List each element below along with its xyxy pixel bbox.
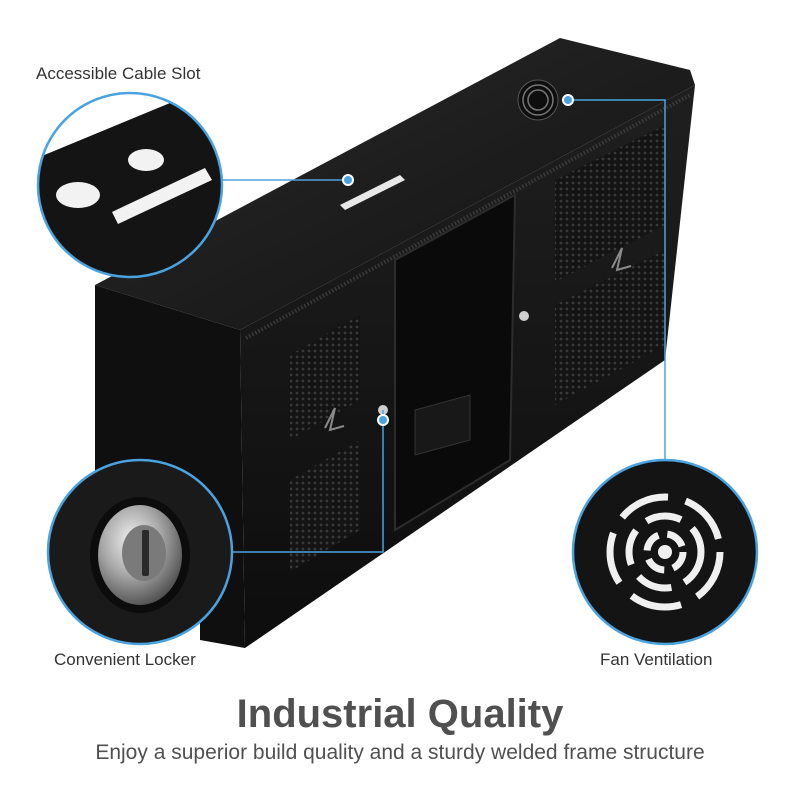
left-door-vent-top	[290, 315, 360, 440]
left-door-vent-bottom	[290, 440, 360, 572]
locker-label: Convenient Locker	[54, 650, 196, 669]
callout-connectors	[222, 99, 666, 553]
headline: Industrial Quality	[236, 692, 564, 736]
cable-slot-label: Accessible Cable Slot	[36, 64, 201, 83]
subheadline: Enjoy a superior build quality and a stu…	[95, 741, 705, 764]
locker-zoom	[48, 460, 232, 644]
fan-ventilation-label: Fan Ventilation	[600, 650, 713, 669]
right-door-lock	[519, 311, 529, 321]
right-door-vent-top	[555, 125, 665, 282]
fan-zoom	[573, 460, 757, 644]
callout-dots	[342, 94, 574, 426]
right-door-vent-bottom	[555, 250, 665, 405]
